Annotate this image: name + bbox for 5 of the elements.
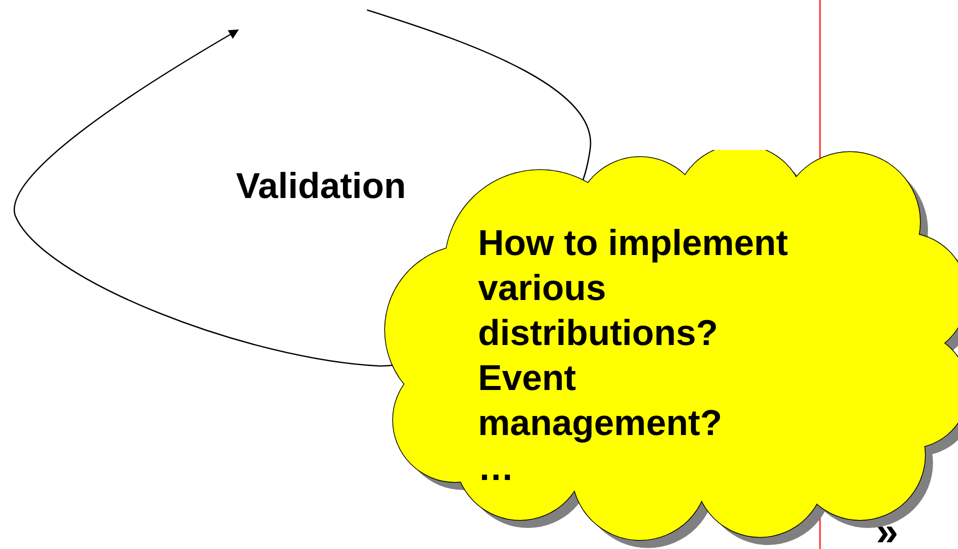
bullet-mark: » (876, 510, 898, 549)
cloud-text: Event management? (478, 356, 724, 445)
cloud-text: … (478, 446, 515, 490)
cloud-text: How to implement various distributions? (478, 221, 790, 355)
cycle-label: Validation (236, 165, 406, 207)
